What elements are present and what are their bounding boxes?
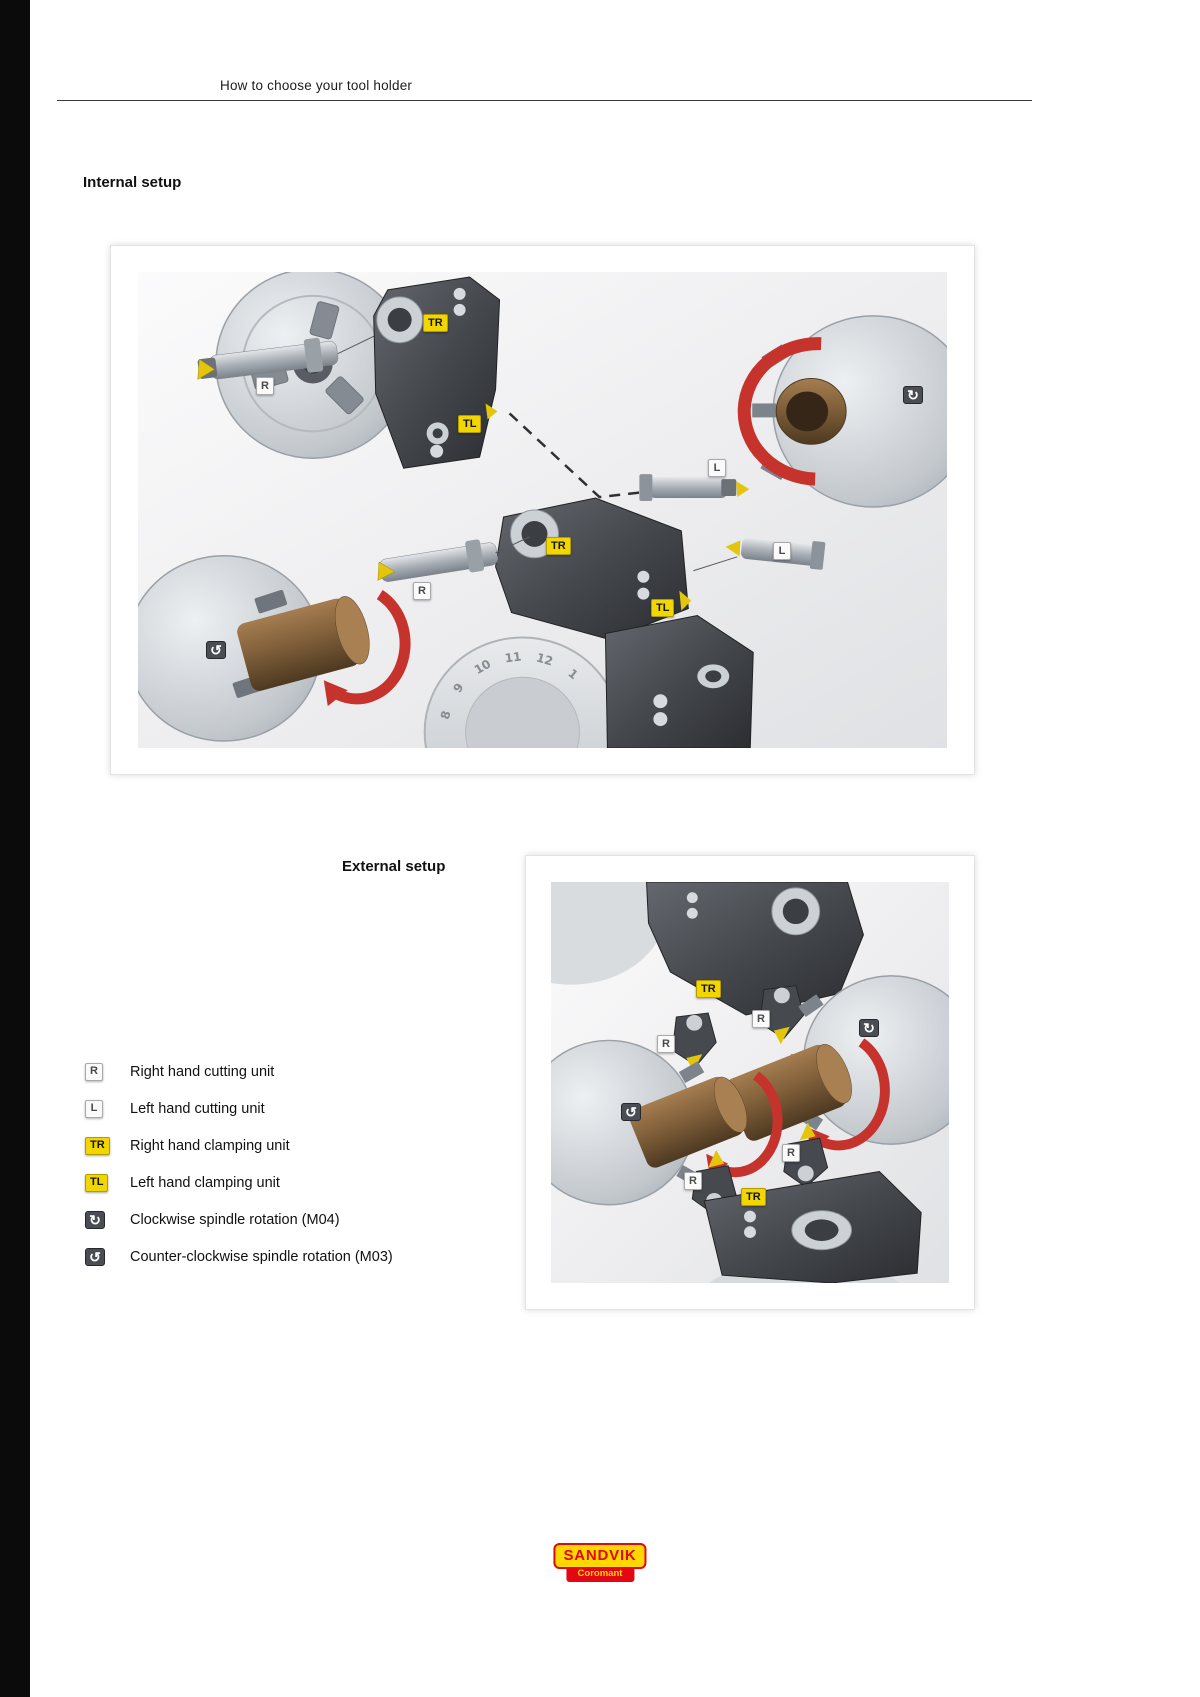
insert-icon [686,1054,703,1072]
tool-axis-line [693,556,738,572]
external-setup-scene [551,882,949,1283]
legend-label: Right hand cutting unit [130,1063,275,1080]
turret-disc-top [551,882,666,985]
legend-badge-tr: TR [85,1136,110,1155]
boring-bar-right-top [197,337,339,380]
insert-icon [799,1122,816,1141]
insert-icon [485,403,498,420]
clamping-unit-right-label: TR [546,537,571,555]
insert-icon [679,590,692,611]
turret-number: 12 [535,651,555,669]
legend-item-left-cutting: L Left hand cutting unit [85,1090,393,1127]
workpiece-left [629,1076,748,1168]
clockwise-rotation-icon: ↻ [859,1019,879,1037]
cutting-unit-left-label: L [773,542,791,560]
external-setup-illustration: TR R R ↻ ↺ R R TR [551,882,949,1283]
clockwise-rotation-icon: ↻ [903,386,923,404]
internal-setup-illustration: 8 9 10 11 12 1 TR R TL [138,272,947,748]
sandvik-coromant-logo: SANDVIK Coromant [553,1543,647,1582]
insert-icon [725,540,741,557]
cutting-unit-right-label: R [657,1035,675,1053]
clamping-unit-right-label: TR [741,1188,766,1206]
workpiece-center [726,1044,852,1141]
cutting-unit-right-label: R [413,582,431,600]
legend: R Right hand cutting unit L Left hand cu… [85,1053,393,1275]
cutting-unit-right-label: R [684,1172,702,1190]
internal-setup-scene: 8 9 10 11 12 1 [138,272,947,748]
cutting-unit-right-label: R [752,1010,770,1028]
legend-badge-tl: TL [85,1173,109,1192]
legend-item-counter-clockwise: ↺ Counter-clockwise spindle rotation (M0… [85,1238,393,1275]
legend-item-right-cutting: R Right hand cutting unit [85,1053,393,1090]
cutting-head-top-right [759,985,805,1045]
insert-icon [773,1026,790,1045]
boring-bar-right-middle [377,539,498,582]
rotation-band [737,337,822,486]
legend-item-clockwise: ↻ Clockwise spindle rotation (M04) [85,1201,393,1238]
clamping-unit-right-label: TR [423,314,448,332]
counter-clockwise-rotation-icon: ↺ [621,1103,641,1121]
insert-icon [736,481,750,498]
clamping-unit-left-label: TL [458,415,482,433]
external-setup-figure: TR R R ↻ ↺ R R TR [525,855,975,1310]
clamping-block-bottom-right [604,615,754,748]
internal-setup-title: Internal setup [83,174,182,191]
tool-axis-line [495,536,530,554]
legend-badge-l: L [85,1099,103,1118]
external-setup-title: External setup [342,858,446,875]
cutting-unit-left-label: L [708,459,726,477]
insert-icon [708,1149,725,1168]
cutting-unit-left-top [639,474,750,502]
legend-label: Counter-clockwise spindle rotation (M03) [130,1248,393,1265]
header-rule [57,100,1032,101]
sandvik-wordmark: SANDVIK [553,1543,647,1569]
turret-number: 8 [438,709,454,721]
legend-label: Right hand clamping unit [130,1137,290,1154]
legend-badge-r: R [85,1062,103,1081]
insert-icon [377,561,396,581]
cutting-head-top-left [671,1012,717,1072]
clockwise-rotation-icon: ↻ [85,1210,105,1229]
coromant-wordmark: Coromant [565,1567,634,1582]
clamping-block-top [373,276,501,469]
clamping-block-middle [495,497,692,640]
legend-label: Clockwise spindle rotation (M04) [130,1211,340,1228]
scan-edge [0,0,30,1697]
legend-item-left-clamping: TL Left hand clamping unit [85,1164,393,1201]
legend-label: Left hand cutting unit [130,1100,265,1117]
rotation-arrow-red [323,589,411,707]
counter-clockwise-rotation-icon: ↺ [85,1247,105,1266]
turret-number: 11 [504,649,522,665]
insert-icon [197,358,216,380]
dashed-connector-line [508,412,654,499]
chuck-right [737,315,947,508]
cutting-unit-right-label: R [782,1144,800,1162]
turret-disc: 8 9 10 11 12 1 [423,636,622,748]
page-header-title: How to choose your tool holder [220,78,413,93]
legend-label: Left hand clamping unit [130,1174,280,1191]
counter-clockwise-rotation-icon: ↺ [206,641,226,659]
clamping-unit-right-label: TR [696,980,721,998]
internal-setup-figure: 8 9 10 11 12 1 TR R TL [110,245,975,775]
cutting-unit-right-label: R [256,377,274,395]
workpiece-bottom-left [237,596,370,691]
legend-item-right-clamping: TR Right hand clamping unit [85,1127,393,1164]
clamping-unit-left-label: TL [651,599,675,617]
